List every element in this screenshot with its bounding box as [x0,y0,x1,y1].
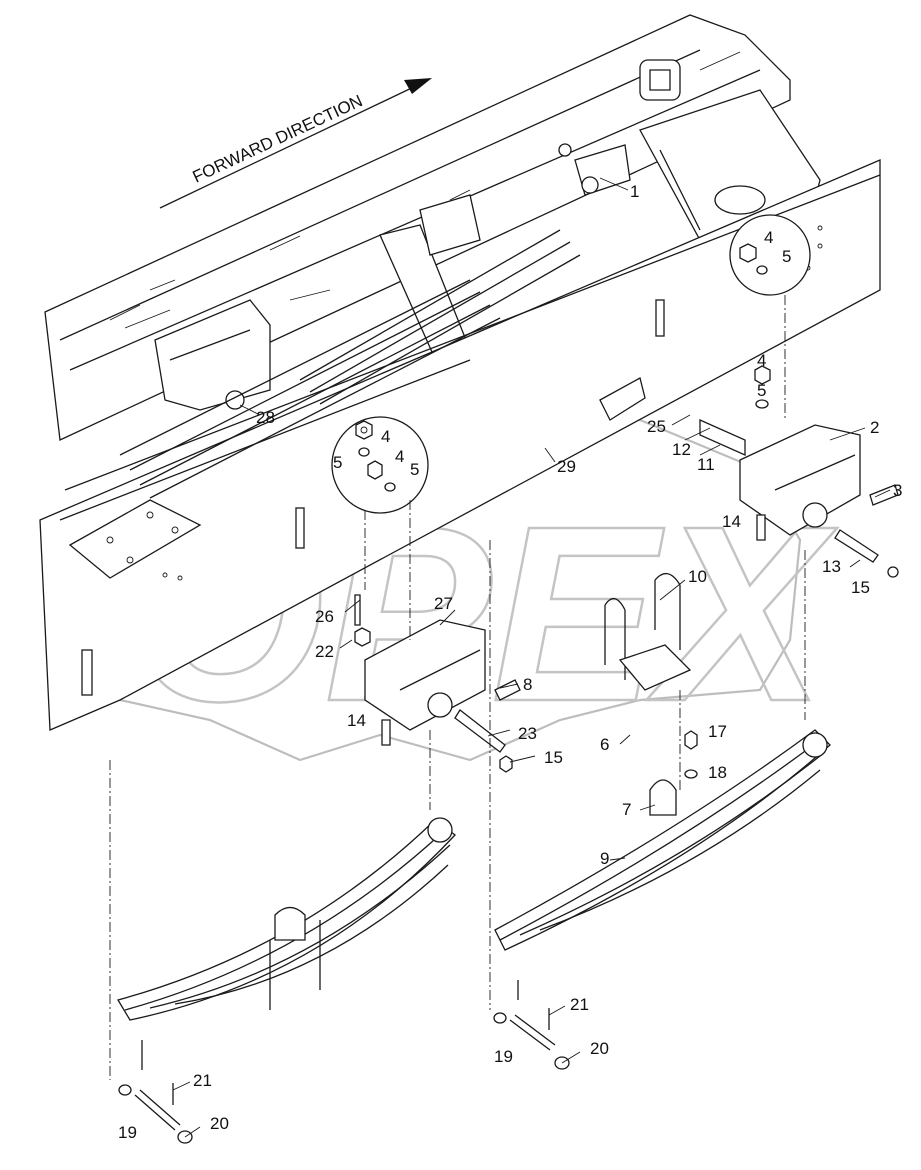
leader-lines [172,177,891,1138]
callout-26: 26 [315,607,334,626]
nut-icon [354,627,371,647]
shim-icon [699,418,746,457]
callout-17: 17 [708,722,727,741]
nut-icon [367,460,383,480]
callout-11: 11 [697,455,715,474]
callout-7: 7 [622,800,631,819]
washer-icon [684,769,698,779]
callout-27: 27 [434,594,453,613]
callout-25: 25 [647,417,666,436]
bump-stop [649,779,677,816]
mounting-plate [68,499,202,579]
callout-5: 5 [410,460,419,479]
callout-15: 15 [544,748,563,767]
callout-4: 4 [764,228,773,247]
installed-springs [119,229,581,499]
callout-4: 4 [395,447,404,466]
callout-5: 5 [782,247,791,266]
bolt-icon [354,594,361,626]
nut-icon [754,365,771,385]
callout-18: 18 [708,763,727,782]
u-bolts [604,573,698,816]
callout-19: 19 [494,1047,513,1066]
callout-4: 4 [757,351,766,370]
installed-hangers [154,143,631,411]
callout-9: 9 [600,849,609,868]
washer-icon [755,399,769,409]
callouts: 1 2 3 4 4 4 4 5 5 5 5 6 7 8 9 10 11 12 1… [118,182,902,1142]
washer-icon [358,447,370,457]
callout-4: 4 [381,427,390,446]
callout-14: 14 [722,512,741,531]
bolt-icon [869,484,899,506]
washer-icon [384,482,396,492]
callout-19: 19 [118,1123,137,1142]
bolt-icon [381,719,391,746]
callout-5: 5 [757,381,766,400]
callout-12: 12 [672,440,691,459]
detail-circles [331,214,811,514]
nut-icon [739,243,757,263]
callout-29: 29 [557,457,576,476]
callout-23: 23 [518,724,537,743]
nut-icon [355,420,373,440]
callout-15: 15 [851,578,870,597]
callout-14: 14 [347,711,366,730]
nut-icon [684,730,698,750]
callout-5: 5 [333,453,342,472]
rear-hanger [699,365,899,578]
callout-6: 6 [600,735,609,754]
bolt-icon [756,514,766,541]
callout-21: 21 [193,1071,212,1090]
callout-2: 2 [870,418,879,437]
pin-icon [834,529,879,563]
callout-10: 10 [688,567,707,586]
nut-icon [499,755,513,773]
callout-21: 21 [570,995,589,1014]
washer-icon [756,265,768,275]
nut-icon [887,566,899,578]
callout-3: 3 [893,481,902,500]
right-leaf-spring [494,729,831,951]
callout-20: 20 [210,1114,229,1133]
callout-28: 28 [256,408,275,427]
assembly-lines [109,295,806,1080]
forward-direction-label: FORWARD DIRECTION [190,91,366,186]
front-hanger [354,594,521,773]
left-leaf-spring [117,817,456,1021]
callout-1: 1 [630,182,639,201]
spring-seat [618,644,692,691]
callout-8: 8 [523,675,532,694]
callout-20: 20 [590,1039,609,1058]
callout-13: 13 [822,557,841,576]
callout-22: 22 [315,642,334,661]
